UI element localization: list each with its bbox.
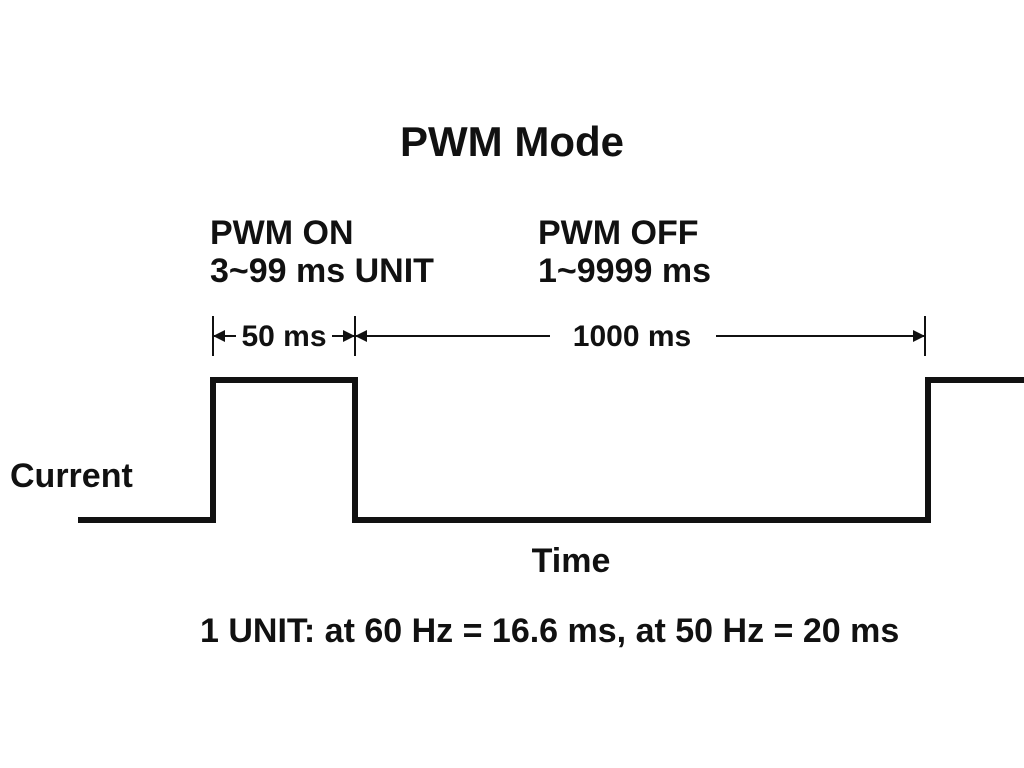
- unit-footnote: 1 UNIT: at 60 Hz = 16.6 ms, at 50 Hz = 2…: [200, 612, 899, 650]
- pwm-on-range: 3~99 ms UNIT: [210, 252, 434, 290]
- on-arrowhead-right: [343, 330, 355, 342]
- x-axis-label: Time: [532, 542, 611, 580]
- on-duration-label: 50 ms: [241, 320, 326, 353]
- pwm-off-range: 1~9999 ms: [538, 252, 711, 290]
- off-duration-label: 1000 ms: [573, 320, 691, 353]
- y-axis-label: Current: [10, 457, 133, 495]
- dimension-markers: 50 ms 1000 ms: [212, 316, 926, 356]
- pwm-waveform: [78, 377, 1024, 523]
- off-arrowhead-right: [913, 330, 925, 342]
- diagram-title: PWM Mode: [400, 118, 624, 165]
- pwm-off-label: PWM OFF: [538, 214, 699, 252]
- on-arrowhead-left: [213, 330, 225, 342]
- pwm-on-label: PWM ON: [210, 214, 354, 252]
